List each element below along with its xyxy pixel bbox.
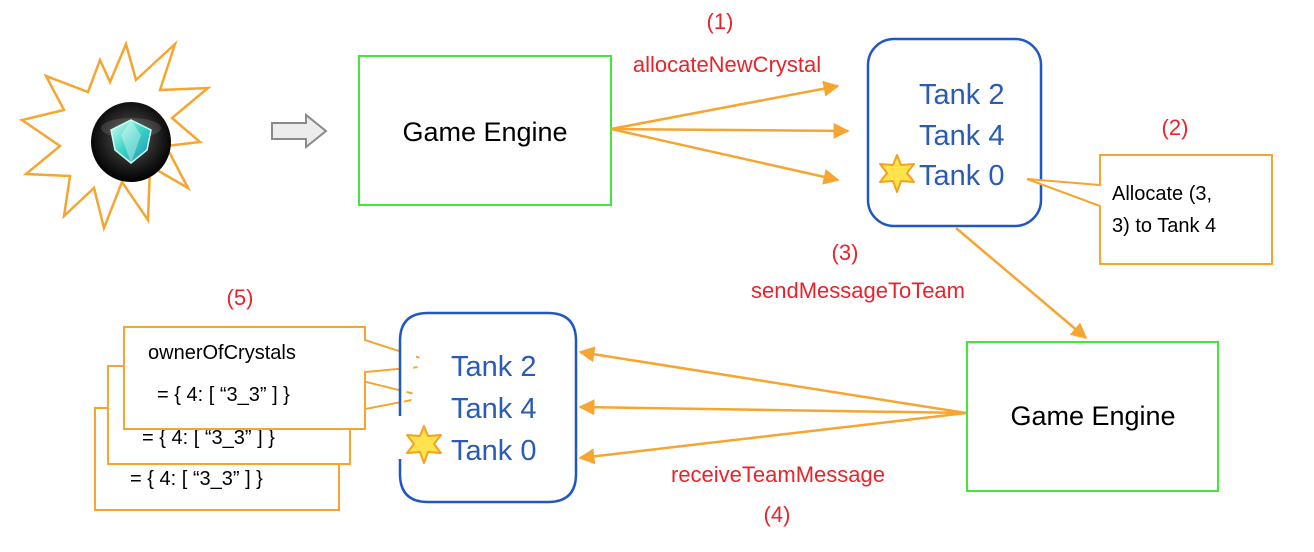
top-tank-4-label: Tank 4 <box>919 120 1004 152</box>
step-4-number: (4) <box>764 502 791 527</box>
bottom-tank-2-label: Tank 2 <box>451 351 536 383</box>
bottom-tank-4-label: Tank 4 <box>451 393 536 425</box>
step-3-call-label: sendMessageToTeam <box>751 278 965 303</box>
game-engine-bottom: Game Engine <box>966 341 1219 492</box>
step-2-number: (2) <box>1162 115 1189 140</box>
arrow-to-bottom-tank-0 <box>578 411 967 465</box>
team-box-top: Tank 2 Tank 4 Tank 0 <box>866 37 1043 228</box>
allocation-note: Allocate (3, 3) to Tank 4 <box>1026 154 1273 265</box>
memory-card-title: ownerOfCrystals <box>148 342 296 364</box>
game-engine-top: Game Engine <box>358 55 612 206</box>
game-engine-top-label: Game Engine <box>402 117 567 147</box>
allocation-note-line-2: 3) to Tank 4 <box>1112 215 1216 237</box>
arrow-to-bottom-tank-2 <box>578 346 967 415</box>
team-box-bottom: Tank 2 Tank 4 Tank 0 <box>398 311 578 504</box>
allocation-note-line-1: Allocate (3, <box>1112 183 1212 205</box>
allocate-arrows <box>610 80 850 185</box>
arrow-team-to-engine <box>955 227 1088 340</box>
memory-card-back-1-value: = { 4: [ “3_3” ] } <box>142 427 275 449</box>
bottom-tank-0-label: Tank 0 <box>451 435 536 467</box>
star-icon <box>879 154 915 193</box>
crystal-gem-icon <box>91 102 171 182</box>
step-1-number: (1) <box>707 9 734 34</box>
step-5-number: (5) <box>227 285 254 310</box>
arrow-to-tank-2 <box>610 80 840 131</box>
right-arrow-icon <box>271 112 328 150</box>
receive-arrows <box>578 346 967 465</box>
star-icon <box>406 425 442 464</box>
game-engine-bottom-label: Game Engine <box>1010 401 1175 431</box>
memory-card-back-2-value: = { 4: [ “3_3” ] } <box>130 468 263 490</box>
arrow-to-bottom-tank-4 <box>578 399 967 416</box>
arrow-to-tank-4 <box>610 122 850 139</box>
arrow-to-tank-0 <box>610 127 840 185</box>
memory-card-value: = { 4: [ “3_3” ] } <box>157 384 290 406</box>
step-1-call-label: allocateNewCrystal <box>633 52 821 77</box>
step-4-call-label: receiveTeamMessage <box>671 462 885 487</box>
top-tank-2-label: Tank 2 <box>919 79 1004 111</box>
top-tank-0-label: Tank 0 <box>919 160 1004 192</box>
step-3-number: (3) <box>832 240 859 265</box>
memory-card-front: ownerOfCrystals = { 4: [ “3_3” ] } <box>123 326 443 430</box>
